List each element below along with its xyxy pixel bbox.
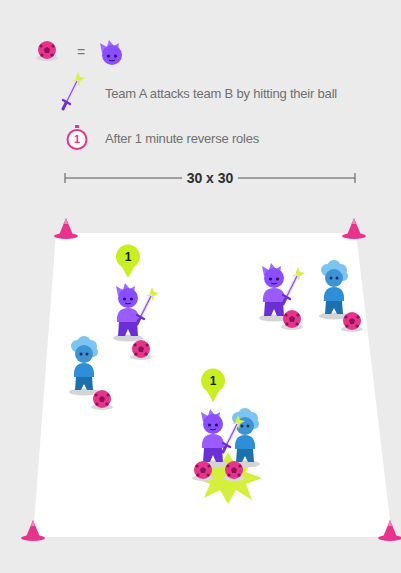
- ball: [130, 340, 152, 360]
- team-b-player: [230, 408, 260, 468]
- callout-marker: 1: [200, 369, 226, 403]
- team-a-player: [198, 409, 228, 468]
- cone: [342, 218, 366, 239]
- ball-icon: [36, 41, 58, 61]
- cone: [378, 520, 401, 541]
- equals-sign: =: [77, 45, 85, 59]
- sword: [223, 415, 245, 452]
- ball: [91, 390, 113, 410]
- callout-number: 1: [210, 375, 217, 387]
- timer-icon: 1: [66, 125, 88, 150]
- ball: [223, 461, 245, 481]
- callout-number: 1: [125, 251, 132, 263]
- legend-text: After 1 minute reverse roles: [105, 132, 259, 145]
- team-b-player: [319, 260, 349, 320]
- cone: [54, 218, 78, 239]
- team-b-player: [69, 336, 99, 396]
- legend-text: Team A attacks team B by hitting their b…: [105, 87, 337, 100]
- pitch: [33, 233, 392, 537]
- ball: [192, 461, 214, 481]
- sword-icon: [63, 72, 85, 109]
- callout-marker: 1: [115, 245, 141, 279]
- sword: [137, 287, 159, 324]
- sword: [283, 267, 305, 304]
- cone: [21, 520, 45, 541]
- player-head-icon: [100, 40, 122, 65]
- callout-number: 1: [74, 134, 80, 145]
- team-a-player: [259, 263, 289, 322]
- ball: [281, 310, 303, 330]
- ball: [341, 312, 363, 332]
- team-a-player: [113, 283, 143, 342]
- dimension-label: 30 x 30: [182, 169, 239, 187]
